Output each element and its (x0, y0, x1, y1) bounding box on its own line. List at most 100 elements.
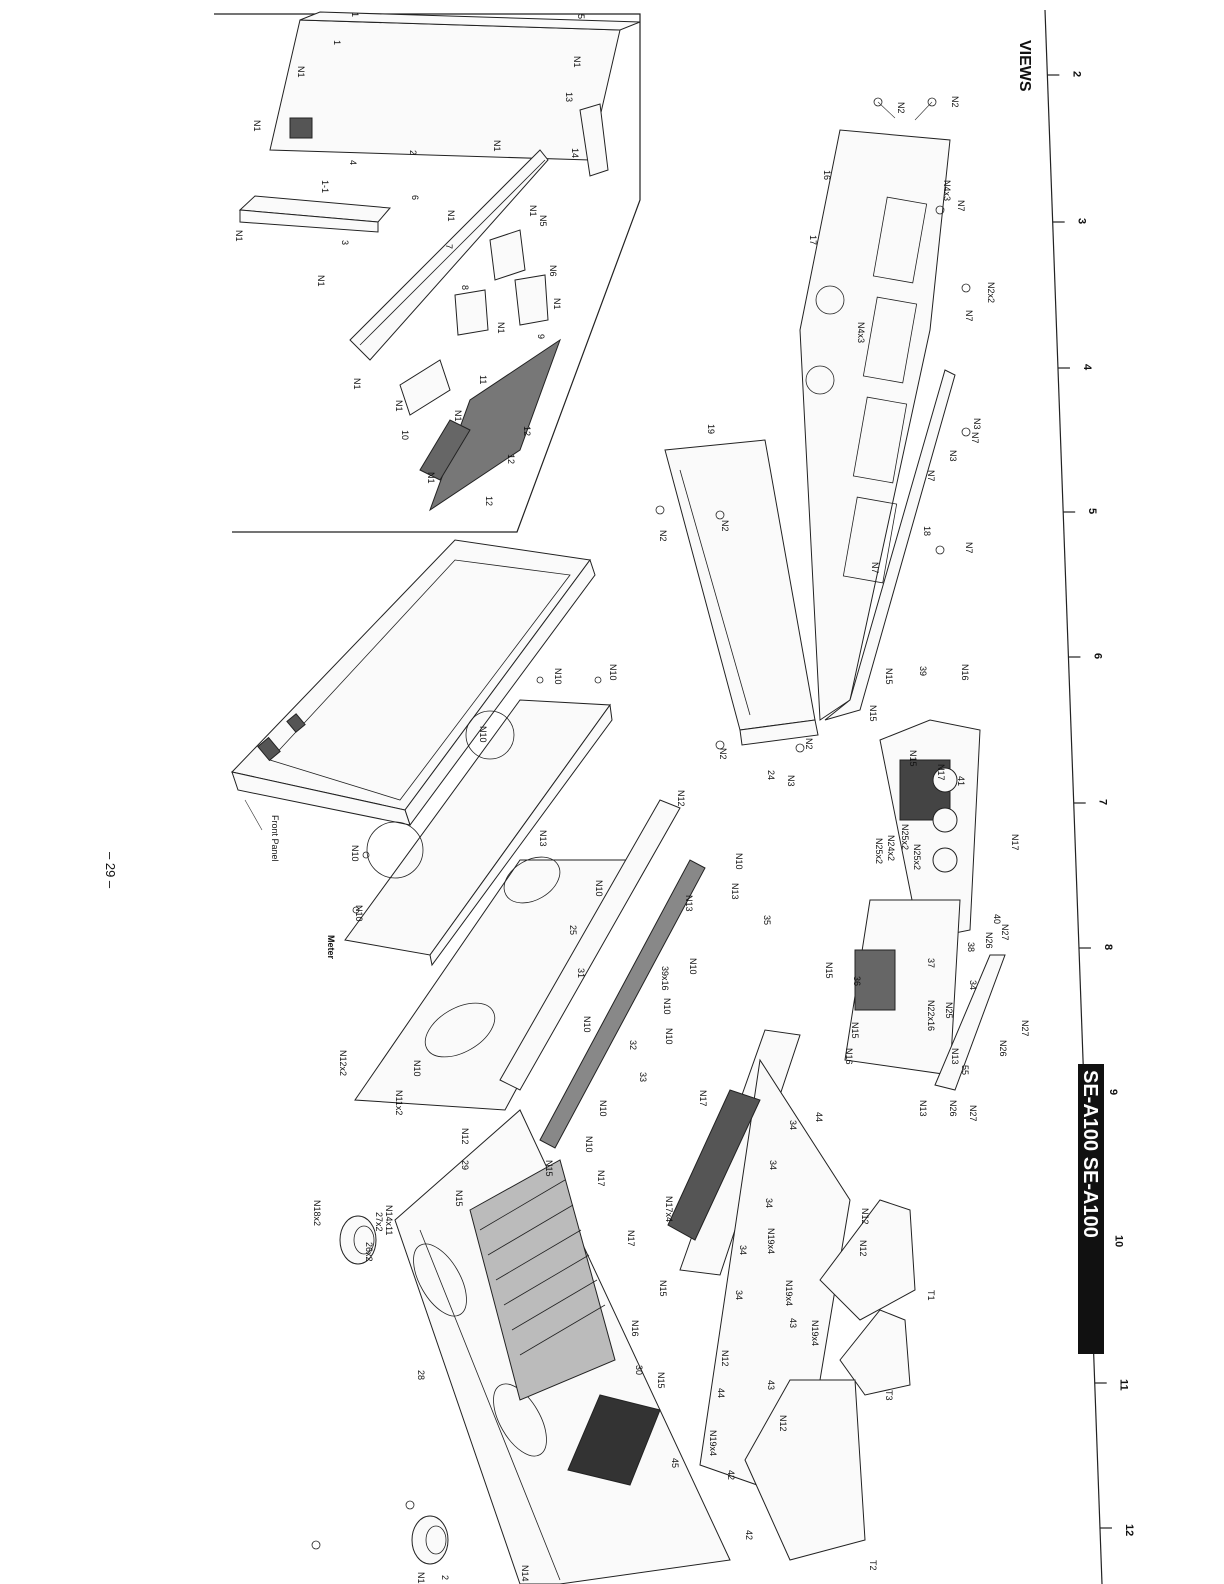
right-amp-part-label: 39 (918, 666, 928, 676)
top-part-label: N7 (964, 542, 974, 554)
top-part-label: N7 (964, 310, 974, 322)
right-amp-part-label: N16 (844, 1048, 854, 1065)
inset-part-label: 4 (348, 160, 358, 165)
right-amp-part-label: N24x2 (886, 835, 896, 861)
meter-label: Meter (326, 935, 336, 960)
top-part-label: 17 (808, 235, 818, 245)
inset-part-label: 12 (484, 496, 494, 506)
top-part-label: 19 (706, 424, 716, 434)
inset-part-label: 5 (576, 14, 586, 19)
chassis-part-label: 43 (788, 1318, 798, 1328)
chassis-part-label: N19x4 (708, 1430, 718, 1456)
inset-part-label: N1 (426, 472, 436, 484)
scale-tick-label: 10 (1113, 1235, 1125, 1247)
knob-2 (411, 1515, 449, 1565)
middle-part-label: N10 (688, 958, 698, 975)
middle-part-label: N12x2 (338, 1050, 348, 1076)
inset-part-label: 1 (350, 12, 360, 17)
middle-part-label: N10 (354, 905, 364, 922)
right-amp-part-label: N25x2 (874, 838, 884, 864)
inset-part-label: N1 (492, 140, 502, 152)
chassis-part-label: N12 (860, 1208, 870, 1225)
right-amp-part-label: N27 (1020, 1020, 1030, 1037)
right-amp-part-label: N13 (950, 1048, 960, 1065)
top-part-label: N3 (972, 418, 982, 430)
right-amp-part-label: N15 (868, 705, 878, 722)
inset-part-label: N1 (234, 230, 244, 242)
top-part-label: 16 (822, 170, 832, 180)
right-amp-part-label: 55 (960, 1065, 970, 1075)
right-amp-part-label: N27 (1000, 924, 1010, 941)
chassis-part-label: 29 (460, 1160, 470, 1170)
front-panel-label: Front Panel (270, 815, 280, 862)
scale-tick-label: 4 (1081, 364, 1093, 371)
chassis-part-label: N12 (778, 1415, 788, 1432)
inset-pc-board (399, 338, 561, 512)
bottom-cover-part (664, 439, 819, 746)
inset-part-label: 10 (400, 430, 410, 440)
inset-part-label: N1 (552, 298, 562, 310)
top-part-label: 24 (766, 770, 776, 780)
inset-part-label: 12 (522, 426, 532, 436)
chassis-part-label: N12 (720, 1350, 730, 1367)
scale-tick-label: 7 (1097, 799, 1109, 805)
chassis-part-label: 27x2 (374, 1212, 384, 1232)
inset-part-label: N1 (496, 322, 506, 334)
chassis-part-label: N16 (630, 1320, 640, 1337)
right-amp-part-label: N16 (960, 664, 970, 681)
top-part-label: N2 (658, 530, 668, 542)
transformer-t3 (839, 1309, 911, 1396)
screws (311, 97, 971, 1550)
middle-part-label: N12 (676, 790, 686, 807)
chassis-part-label: 34 (788, 1120, 798, 1130)
middle-part-label: N10 (594, 880, 604, 897)
inset-part-labels: 115N1N1N11314N121-1436N17N1N5N6N18N1N19N… (234, 12, 586, 506)
chassis-part-label: 42 (744, 1530, 754, 1540)
inset-part-label: N1 (446, 210, 456, 222)
chassis-part-label: N17 (698, 1090, 708, 1107)
switch-rail-part (499, 799, 706, 1149)
top-part-label: N2x2 (986, 282, 996, 303)
middle-part-label: N11x2 (394, 1090, 404, 1115)
chassis-part-label: N18 (416, 1572, 426, 1584)
inset-panel (214, 11, 641, 533)
middle-part-label: 25 (568, 925, 578, 935)
inset-part-label: N1 (572, 56, 582, 68)
inset-part-label: N1 (453, 410, 463, 422)
scale-tick-label: 6 (1091, 653, 1103, 659)
inset-part-label: 14 (570, 148, 580, 158)
right-amp-part-label: 34 (968, 980, 978, 990)
right-amp-part-label: N26 (984, 932, 994, 949)
right-amp-part-label: 38 (966, 942, 976, 952)
right-amp-part-label: N15 (824, 962, 834, 979)
chassis-part-label: 2 (440, 1575, 450, 1580)
transformer-t1 (819, 1199, 916, 1321)
right-amp-part-label: N15 (850, 1022, 860, 1039)
right-amp-part-label: N13 (918, 1100, 928, 1117)
middle-part-labels: N10N10N10N12N13N10N10N10N10N13N1335N1025… (338, 664, 772, 1153)
middle-part-label: 33 (638, 1072, 648, 1082)
inset-part-label: N1 (316, 275, 326, 287)
right-amp-part-label: 41 (956, 776, 966, 786)
right-amp-part-label: N15 (884, 668, 894, 685)
inset-part-label: 11 (478, 375, 488, 384)
chassis-part-label: N15 (544, 1160, 554, 1177)
inset-escutcheon (238, 195, 392, 233)
middle-part-label: N10 (584, 1136, 594, 1153)
inset-part-label: N1 (394, 400, 404, 412)
views-title: VIEWS (1016, 40, 1033, 92)
top-part-label: N4x3 (856, 322, 866, 343)
inset-front-bezel (269, 11, 641, 161)
inset-part-label: 6 (410, 195, 420, 200)
top-part-label: N2 (804, 738, 814, 750)
top-part-label: N7 (870, 562, 880, 574)
chassis-part-label: N19x4 (766, 1228, 776, 1254)
scale-tick-label: 8 (1102, 944, 1114, 950)
middle-part-label: 39x16 (660, 966, 670, 991)
chassis-part-label: 26x2 (364, 1242, 374, 1262)
top-part-label: N4x3 (942, 180, 952, 201)
middle-part-label: N10 (350, 845, 360, 862)
chassis-part-label: N17 (626, 1230, 636, 1247)
top-part-label: N3 (948, 450, 958, 462)
top-part-label: N3 (786, 775, 796, 787)
